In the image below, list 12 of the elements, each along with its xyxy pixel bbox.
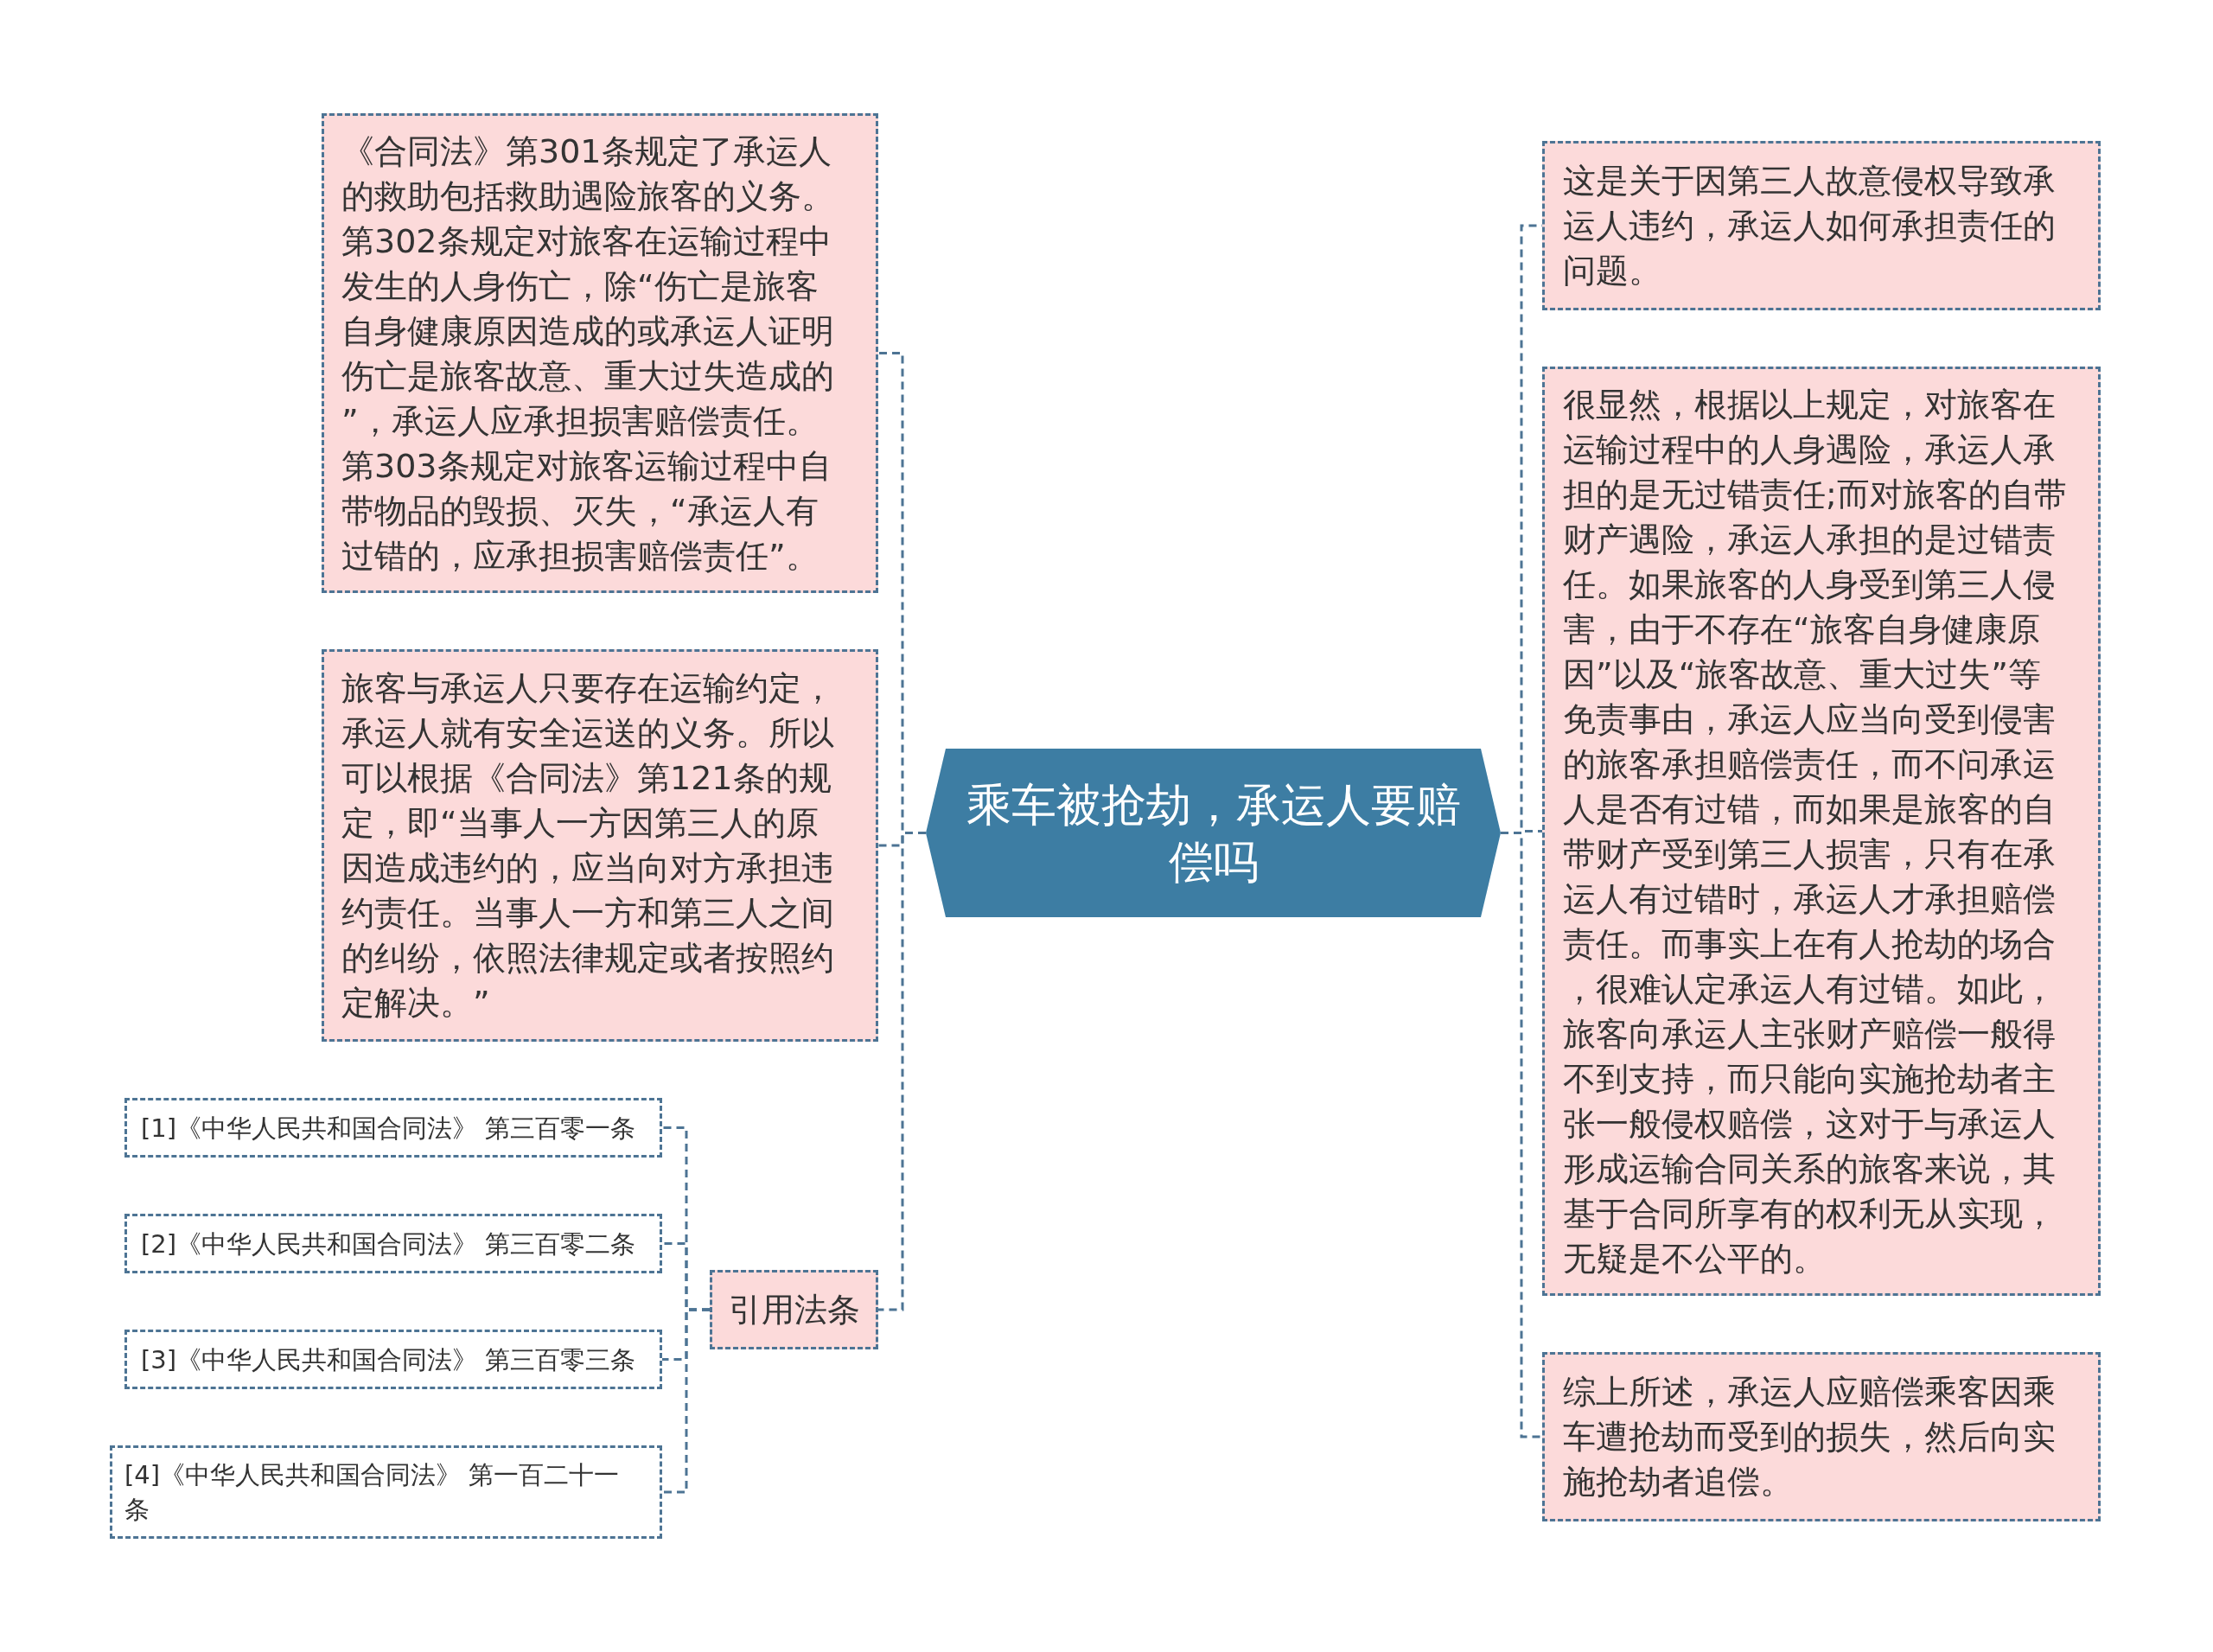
note-box: 《合同法》第301条规定了承运人的救助包括救助遇险旅客的义务。第302条规定对旅客在运输过程中发生的人身伤亡，除“伤亡是旅客自身健康原因造成的或承运人证明伤亡是旅客故意、重大过失造成的”，承运人应承担损害赔偿责任。第303条规定对旅客运输过程中自带物品的毁损、灭失，“承运人有过错的，应承担损害赔偿责任”。	[322, 113, 878, 593]
central-topic: 乘车被抢劫，承运人要赔偿吗	[926, 749, 1501, 917]
connector-line	[662, 1308, 710, 1494]
note-box: 旅客与承运人只要存在运输约定，承运人就有安全运送的义务。所以可以根据《合同法》第121条的规定，即“当事人一方因第三人的原因造成违约的，应当向对方承担违约责任。当事人一方和第三人之间的纠纷，依照法律规定或者按照约定解决。”	[322, 649, 878, 1042]
note-box: 这是关于因第三人故意侵权导致承运人违约，承运人如何承担责任的问题。	[1542, 141, 2101, 310]
note-box: 综上所述，承运人应赔偿乘客因乘车遭抢劫而受到的损失，然后向实施抢劫者追偿。	[1542, 1352, 2101, 1521]
reference-box: [2]《中华人民共和国合同法》 第三百零二条	[124, 1214, 662, 1273]
reference-box: [3]《中华人民共和国合同法》 第三百零三条	[124, 1330, 662, 1389]
reference-box: [1]《中华人民共和国合同法》 第三百零一条	[124, 1098, 662, 1158]
note-box: 很显然，根据以上规定，对旅客在运输过程中的人身遇险，承运人承担的是无过错责任;而对旅客的自带财产遇险，承运人承担的是过错责任。如果旅客的人身受到第三人侵害，由于不存在“旅客自身健康原因”以及“旅客故意、重大过失”等免责事由，承运人应当向受到侵害的旅客承担赔偿责任，而不问承运人是否有过错，而如果是旅客的自带财产受到第三人损害，只有在承运人有过错时，承运人才承担赔偿责任。而事实上在有人抢劫的场合，很难认定承运人有过错。如此，旅客向承运人主张财产赔偿一般得不到支持，而只能向实施抢劫者主张一般侵权赔偿，这对于与承运人形成运输合同关系的旅客来说，其基于合同所享有的权利无从实现，无疑是不公平的。	[1542, 367, 2101, 1296]
branch-topic: 引用法条	[710, 1270, 878, 1349]
reference-box: [4]《中华人民共和国合同法》 第一百二十一条	[110, 1445, 662, 1539]
